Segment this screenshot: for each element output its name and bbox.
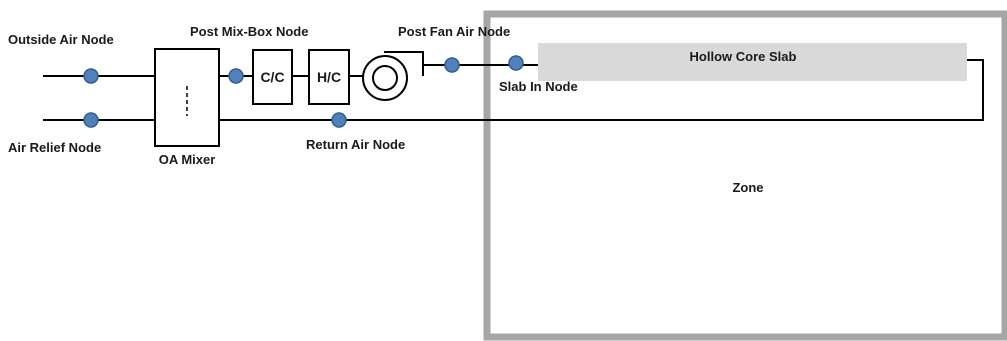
post-fan-air-node-label: Post Fan Air Node [398,24,510,39]
outside-air-node [83,68,99,84]
oa-mixer-label: OA Mixer [159,152,216,167]
heating-coil-label: H/C [317,69,341,85]
air-relief-node-label: Air Relief Node [8,140,101,155]
fan-icon [362,51,424,101]
hollow-core-slab [538,43,967,81]
post-fan-air-node [444,57,460,73]
outside-air-node-label: Outside Air Node [8,32,114,47]
return-air-node [331,112,347,128]
hollow-core-slab-label: Hollow Core Slab [690,49,797,64]
return-air-line [43,59,984,121]
return-air-node-label: Return Air Node [306,137,405,152]
zone-label: Zone [732,180,763,195]
cooling-coil-label: C/C [260,69,284,85]
oa-mixer-box [154,48,220,147]
post-mix-box-node-label: Post Mix-Box Node [190,24,308,39]
slab-in-node [508,55,524,71]
heating-coil-box [308,49,350,105]
cooling-coil-box [252,49,293,105]
slab-in-node-label: Slab In Node [499,79,578,94]
post-mix-box-node [228,68,244,84]
air-relief-node [83,112,99,128]
zone-boundary [483,10,1007,341]
